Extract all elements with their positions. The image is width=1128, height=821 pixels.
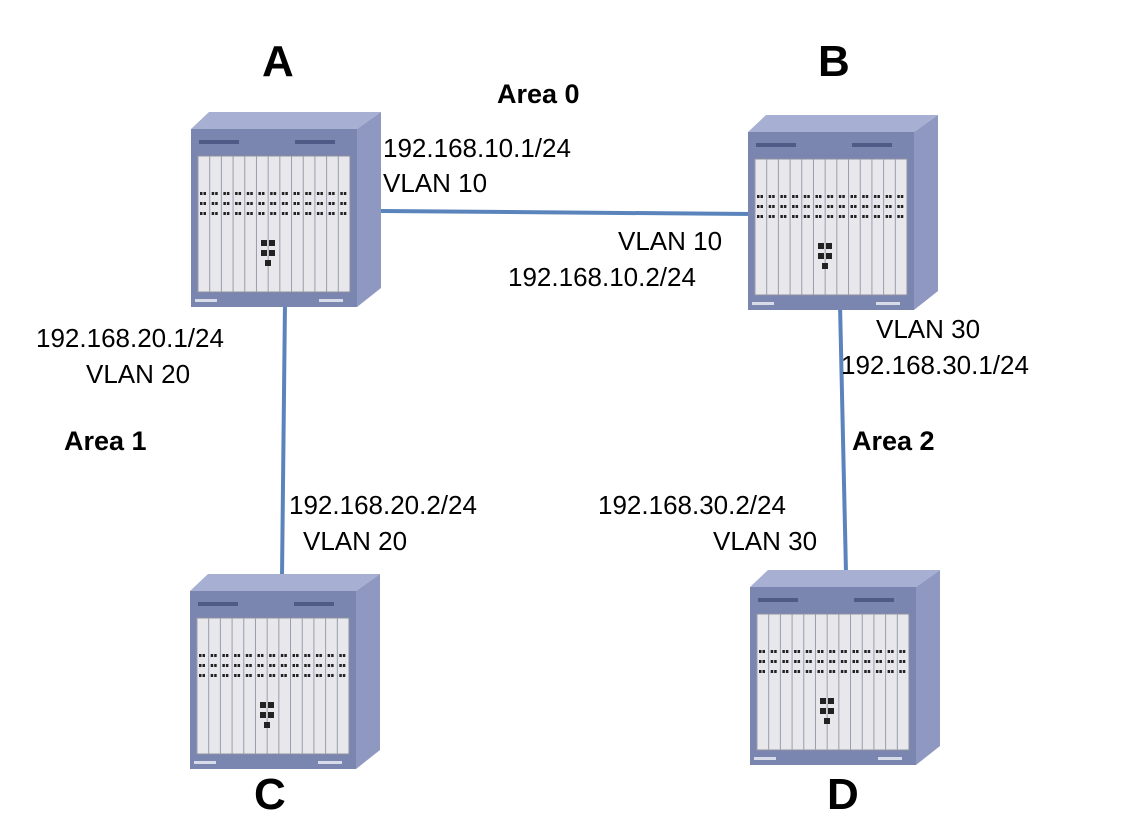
switch-c-icon [190, 574, 380, 769]
link-a-b [377, 209, 753, 216]
area-2-label: Area 2 [852, 426, 935, 456]
link-a-c [280, 301, 287, 578]
node-d-label: D [827, 770, 859, 819]
switch-d-icon [750, 570, 940, 765]
link-ab-a-ip: 192.168.10.1/24 [383, 133, 571, 163]
node-c-label: C [254, 770, 286, 819]
link-ab-a-vlan: VLAN 10 [383, 168, 488, 198]
node-b-label: B [818, 37, 850, 86]
link-ac-a-vlan: VLAN 20 [86, 359, 191, 389]
link-bd-d-vlan: VLAN 30 [713, 526, 818, 556]
link-ab-b-ip: 192.168.10.2/24 [508, 262, 696, 292]
link-ac-c-vlan: VLAN 20 [303, 526, 408, 556]
link-ac-c-ip: 192.168.20.2/24 [289, 490, 477, 520]
link-bd-d-ip: 192.168.30.2/24 [598, 490, 786, 520]
area-0-label: Area 0 [497, 79, 580, 109]
link-ab-b-vlan: VLAN 10 [618, 226, 723, 256]
switch-a-icon [191, 112, 381, 307]
link-bd-b-ip: 192.168.30.1/24 [841, 350, 1029, 380]
link-ac-a-ip: 192.168.20.1/24 [36, 323, 224, 353]
link-bd-b-vlan: VLAN 30 [876, 314, 981, 344]
switch-b-icon [748, 115, 938, 310]
node-a-label: A [262, 37, 294, 86]
area-1-label: Area 1 [64, 426, 147, 456]
link-b-d [838, 303, 848, 574]
